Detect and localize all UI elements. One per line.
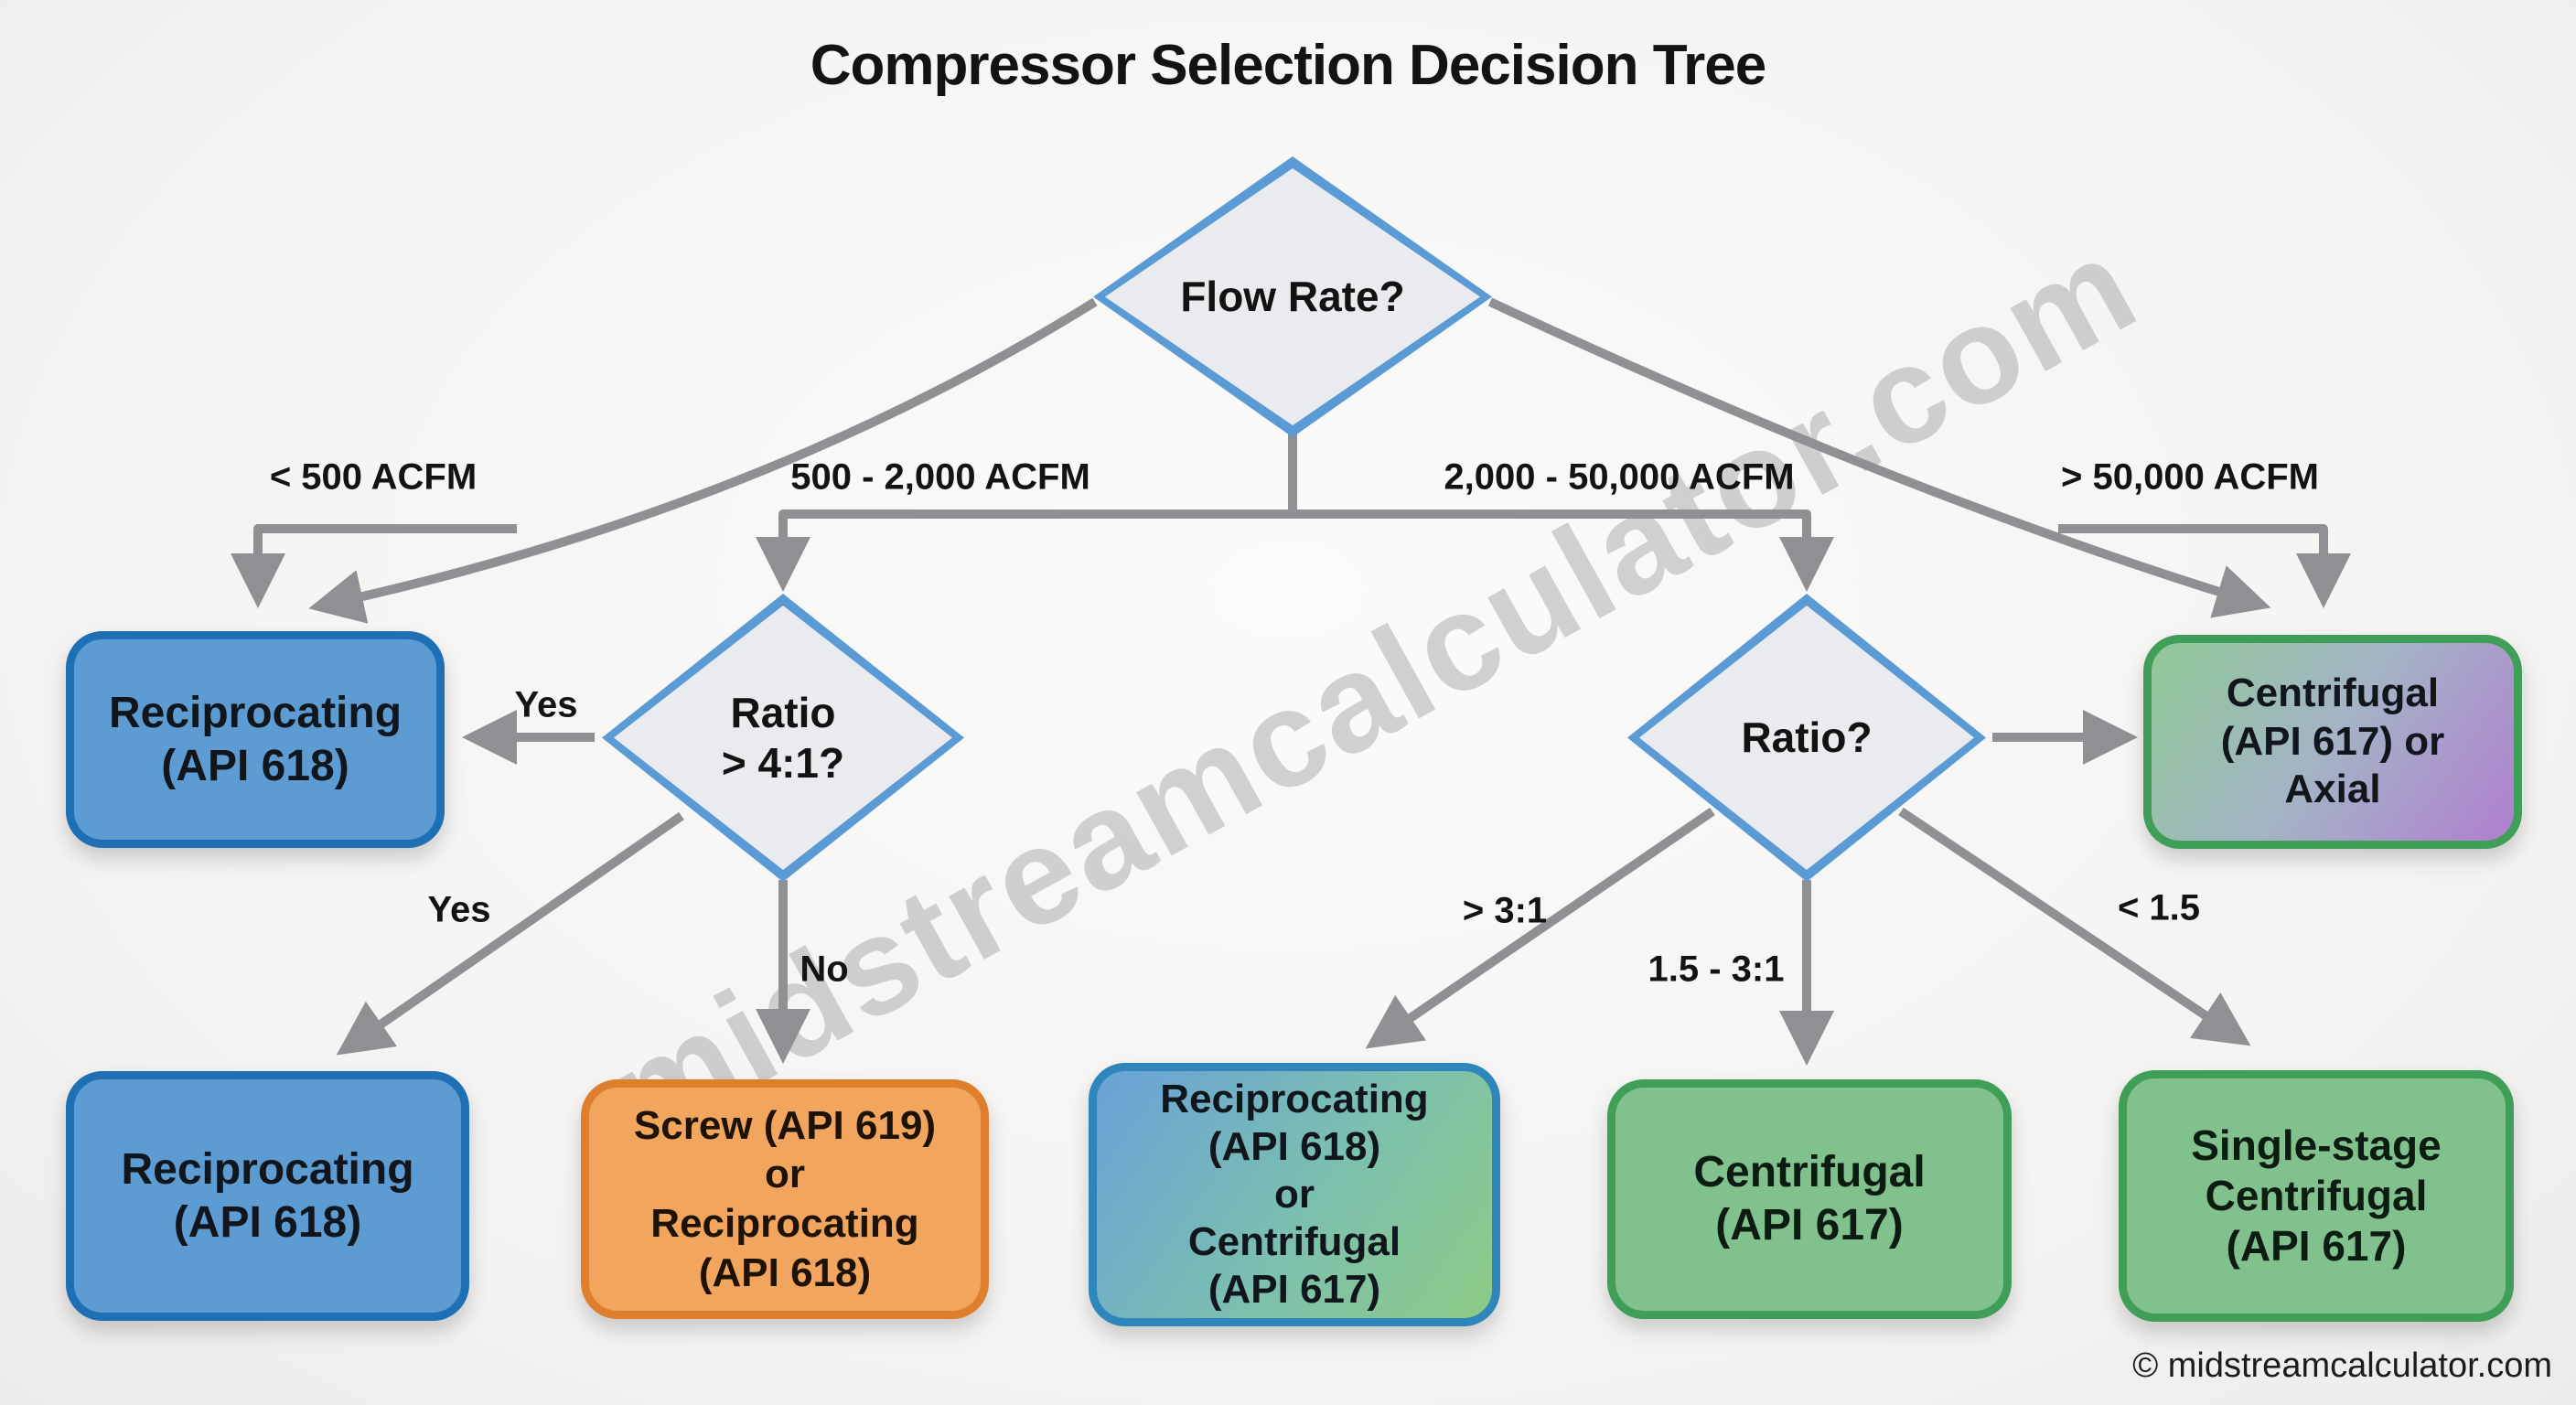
- decision-node-flow-rate: Flow Rate?: [1093, 156, 1492, 437]
- edge-flowrate-gt50000-elbow: [2058, 524, 2351, 608]
- result-box-label: Reciprocating (API 618) or Centrifugal (…: [1160, 1077, 1429, 1312]
- page-title: Compressor Selection Decision Tree: [810, 34, 1766, 97]
- decision-ratio-4-1-label: Ratio > 4:1?: [721, 689, 845, 787]
- result-box-reciprocating-top: Reciprocating (API 618): [66, 631, 445, 848]
- result-box-label: Single-stage Centrifugal (API 617): [2191, 1121, 2442, 1271]
- edge-ratio41-yes-diagonal: [336, 811, 684, 1056]
- edge-flowrate-lt500-elbow: [231, 524, 517, 608]
- result-box-reciprocating-or-centrifugal: Reciprocating (API 618) or Centrifugal (…: [1089, 1063, 1500, 1326]
- result-box-centrifugal-or-axial: Centrifugal (API 617) or Axial: [2143, 635, 2522, 849]
- edge-ratio-lt15-diagonal: [1898, 807, 2251, 1046]
- edge-label-500-2000-acfm: 500 - 2,000 ACFM: [790, 456, 1090, 498]
- result-box-label: Reciprocating (API 618): [121, 1144, 414, 1247]
- copyright-text: © midstreamcalculator.com: [2132, 1346, 2552, 1385]
- decision-node-ratio-4-1: Ratio > 4:1?: [602, 594, 964, 882]
- result-box-reciprocating-bottom: Reciprocating (API 618): [66, 1071, 469, 1321]
- edge-label-no: No: [800, 949, 849, 990]
- result-box-centrifugal: Centrifugal (API 617): [1607, 1079, 2012, 1319]
- edge-label-lt-500-acfm: < 500 ACFM: [269, 456, 478, 498]
- decision-flow-rate-label: Flow Rate?: [1180, 273, 1405, 321]
- edge-label-yes-side: Yes: [514, 684, 578, 725]
- edge-flowrate-to-ratio-diamonds: [756, 509, 1834, 592]
- edge-label-yes-diagonal: Yes: [427, 889, 491, 930]
- result-box-label: Reciprocating (API 618): [108, 688, 402, 790]
- decision-node-ratio: Ratio?: [1627, 594, 1986, 882]
- edge-label-1-5-3-1: 1.5 - 3:1: [1648, 949, 1785, 990]
- result-box-screw-or-reciprocating: Screw (API 619) or Reciprocating (API 61…: [581, 1079, 989, 1319]
- edge-label-gt-3-1: > 3:1: [1462, 890, 1548, 931]
- edge-ratio-gt3-diagonal: [1365, 807, 1715, 1049]
- result-box-single-stage-centrifugal: Single-stage Centrifugal (API 617): [2119, 1070, 2514, 1322]
- result-box-label: Centrifugal (API 617): [1693, 1148, 1926, 1249]
- edge-flowrate-gt50000-curve: [1487, 297, 2271, 618]
- decision-ratio-label: Ratio?: [1741, 713, 1873, 762]
- edge-flowrate-lt500-curve: [308, 297, 1098, 624]
- result-box-label: Screw (API 619) or Reciprocating (API 61…: [633, 1102, 937, 1295]
- result-box-label: Centrifugal (API 617) or Axial: [2220, 670, 2445, 812]
- edge-label-gt-50000-acfm: > 50,000 ACFM: [2061, 456, 2319, 498]
- edge-label-2000-50000-acfm: 2,000 - 50,000 ACFM: [1444, 456, 1795, 498]
- edge-label-lt-1-5: < 1.5: [2117, 887, 2201, 928]
